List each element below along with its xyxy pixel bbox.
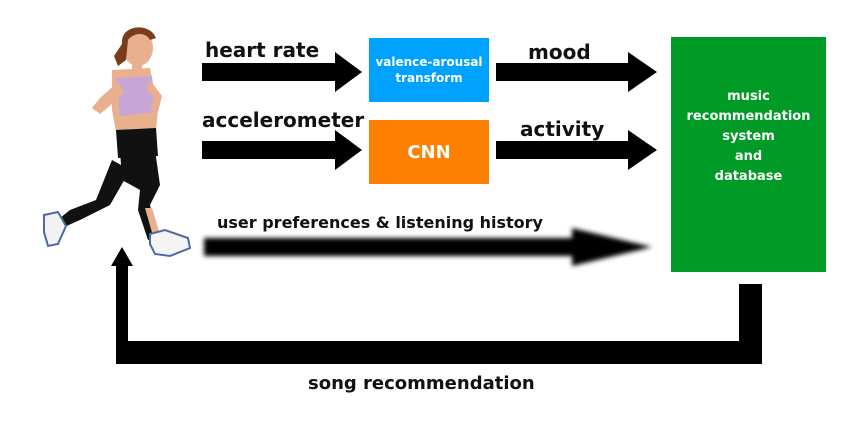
feedback-arrowhead [111,247,133,266]
accelerometer-label: accelerometer [202,108,365,132]
feedback-bottom-segment [116,341,762,364]
heart-rate-label: heart rate [205,38,320,62]
heart-rate-arrow [202,52,362,92]
runner-back-leg [55,160,130,228]
runner-head [123,30,153,66]
accelerometer-arrow [202,130,362,170]
runner-hair [114,27,156,66]
mood-arrow [496,52,657,92]
activity-label: activity [520,117,605,141]
runner-back-arm [92,82,124,114]
cnn-box-label: CNN [407,141,451,163]
mood-label: mood [528,40,591,64]
user-preferences-label: user preferences & listening history [217,213,543,232]
music-system-box: music recommendation system and database [671,37,826,272]
song-recommendation-label: song recommendation [308,373,535,394]
runner-top [116,76,156,116]
runner-front-calf [145,208,160,236]
valence-box-line1: valence-arousal [375,55,483,69]
user-preferences-arrow [204,228,652,266]
valence-box-line2: transform [395,71,463,85]
feedback-up-segment [116,264,128,364]
music-box-line1: music [727,89,770,104]
valence-arousal-box: valence-arousal transform [369,38,489,102]
music-box-line5: database [714,169,783,184]
cnn-box: CNN [369,120,489,184]
music-box-line3: system [722,129,775,144]
runner-back-shoe [43,210,68,248]
runner-front-arm [146,80,162,112]
runner-waist [116,128,158,158]
music-box-line2: recommendation [686,109,811,124]
music-box-line4: and [734,149,763,164]
runner-neck [132,62,142,72]
activity-arrow [496,130,657,170]
runner-front-shoe [149,228,192,258]
